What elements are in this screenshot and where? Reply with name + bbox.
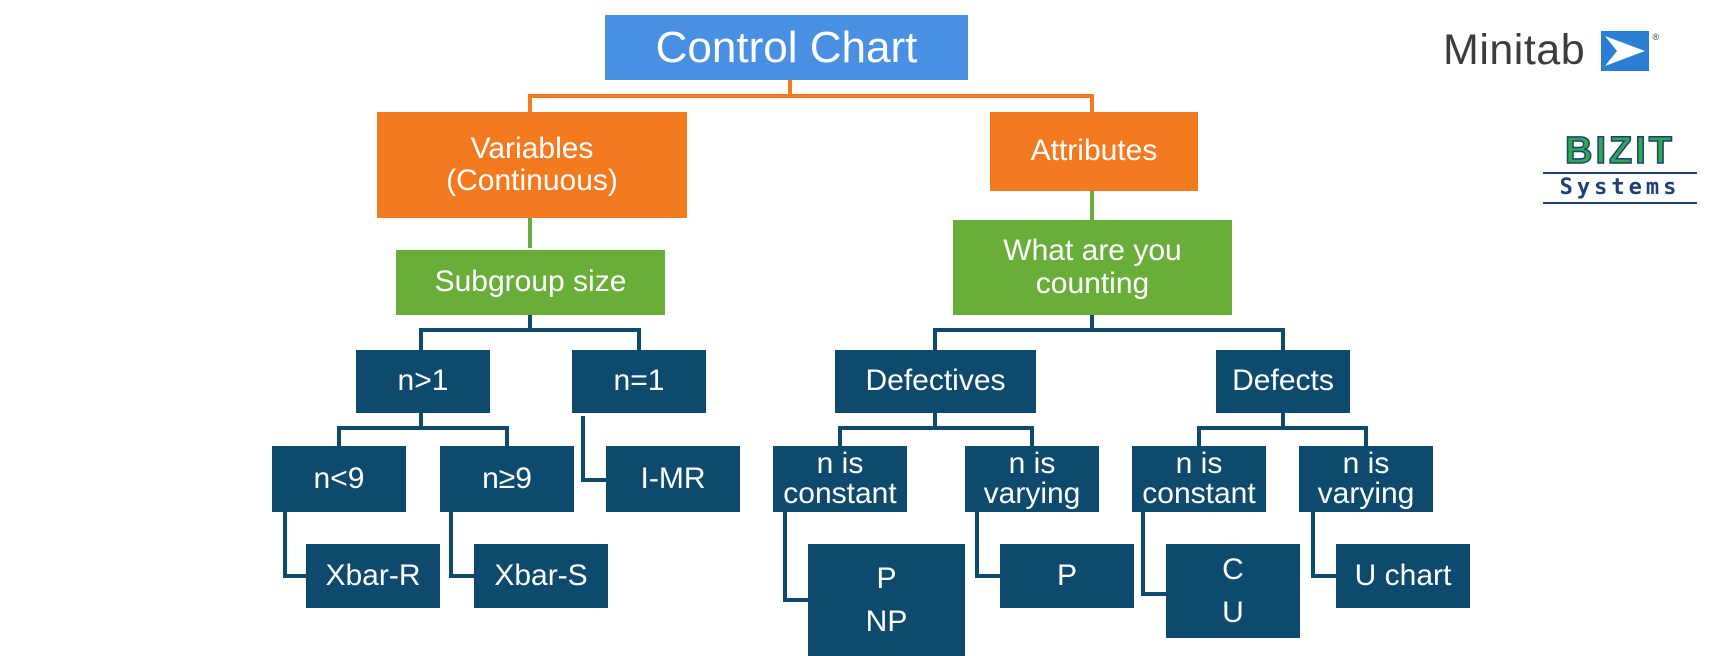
control-chart-node: Control Chart bbox=[605, 15, 968, 80]
attributes-label: Attributes bbox=[1030, 134, 1158, 168]
counting-label-line2: counting bbox=[1035, 266, 1150, 300]
defects-varying-node: n is varying bbox=[1299, 446, 1433, 512]
defectives-varying-line1: n is bbox=[1008, 447, 1056, 480]
n-greater-1-node: n>1 bbox=[356, 350, 490, 413]
defectives-varying-line2: varying bbox=[983, 477, 1081, 510]
attributes-node: Attributes bbox=[990, 112, 1198, 191]
bizit-divider bbox=[1543, 172, 1697, 174]
n-greater-1-label: n>1 bbox=[397, 364, 449, 398]
p-chart-node: P bbox=[1000, 544, 1134, 608]
defects-constant-line2: constant bbox=[1142, 477, 1256, 510]
xbar-s-label: Xbar-S bbox=[494, 558, 588, 592]
p-np-chart-node: P NP bbox=[808, 544, 965, 656]
bizit-wordmark: BIZIT bbox=[1564, 130, 1675, 172]
p-np-line2: NP bbox=[865, 605, 908, 638]
subgroup-size-label: Subgroup size bbox=[434, 265, 627, 299]
n-equal-1-label: n=1 bbox=[613, 364, 665, 398]
defects-constant-node: n is constant bbox=[1132, 446, 1266, 512]
control-chart-label: Control Chart bbox=[655, 22, 918, 72]
defects-label: Defects bbox=[1232, 364, 1334, 398]
n-equal-1-node: n=1 bbox=[572, 350, 706, 413]
minitab-arrow-icon bbox=[1601, 30, 1650, 71]
defects-node: Defects bbox=[1216, 350, 1350, 413]
defects-varying-line2: varying bbox=[1317, 477, 1415, 510]
n-less-9-node: n<9 bbox=[272, 446, 406, 512]
counting-label-line1: What are you bbox=[1003, 234, 1182, 268]
registered-mark-icon: ® bbox=[1652, 32, 1660, 42]
imr-label: I-MR bbox=[640, 461, 706, 495]
xbar-r-label: Xbar-R bbox=[325, 558, 421, 592]
variables-node: Variables (Continuous) bbox=[377, 112, 687, 218]
root-connectors bbox=[528, 80, 1094, 112]
c-u-line2: U bbox=[1222, 596, 1244, 629]
u-chart-label: U chart bbox=[1354, 558, 1452, 592]
n-geq-9-label: n≥9 bbox=[482, 461, 532, 495]
variables-label-line1: Variables bbox=[470, 131, 594, 165]
tree-connectors bbox=[283, 315, 1368, 602]
bizit-logo: BIZIT Systems bbox=[1540, 130, 1700, 206]
u-chart-node: U chart bbox=[1336, 544, 1470, 608]
defectives-label: Defectives bbox=[865, 364, 1006, 398]
counting-node: What are you counting bbox=[953, 220, 1232, 315]
minitab-logo: Minitab ® bbox=[1443, 26, 1659, 75]
c-u-chart-node: C U bbox=[1166, 544, 1300, 638]
defectives-node: Defectives bbox=[835, 350, 1036, 413]
xbar-r-node: Xbar-R bbox=[306, 544, 440, 608]
subgroup-size-node: Subgroup size bbox=[396, 250, 665, 315]
defectives-constant-node: n is constant bbox=[773, 446, 907, 512]
imr-node: I-MR bbox=[606, 446, 740, 512]
p-np-line1: P bbox=[876, 561, 897, 595]
c-u-line1: C bbox=[1222, 552, 1244, 586]
defects-varying-line1: n is bbox=[1342, 447, 1390, 480]
defectives-constant-line2: constant bbox=[783, 477, 897, 510]
n-geq-9-node: n≥9 bbox=[440, 446, 574, 512]
minitab-wordmark: Minitab bbox=[1443, 26, 1586, 74]
defectives-varying-node: n is varying bbox=[965, 446, 1099, 512]
defects-constant-line1: n is bbox=[1175, 447, 1223, 480]
defectives-constant-line1: n is bbox=[816, 447, 864, 480]
bizit-divider-bottom bbox=[1543, 202, 1697, 204]
variables-label-line2: (Continuous) bbox=[446, 164, 618, 197]
n-less-9-label: n<9 bbox=[313, 461, 365, 495]
bizit-systems-text: Systems bbox=[1559, 175, 1681, 200]
xbar-s-node: Xbar-S bbox=[474, 544, 608, 608]
p-chart-label: P bbox=[1056, 558, 1077, 592]
category-connectors bbox=[528, 191, 1094, 248]
